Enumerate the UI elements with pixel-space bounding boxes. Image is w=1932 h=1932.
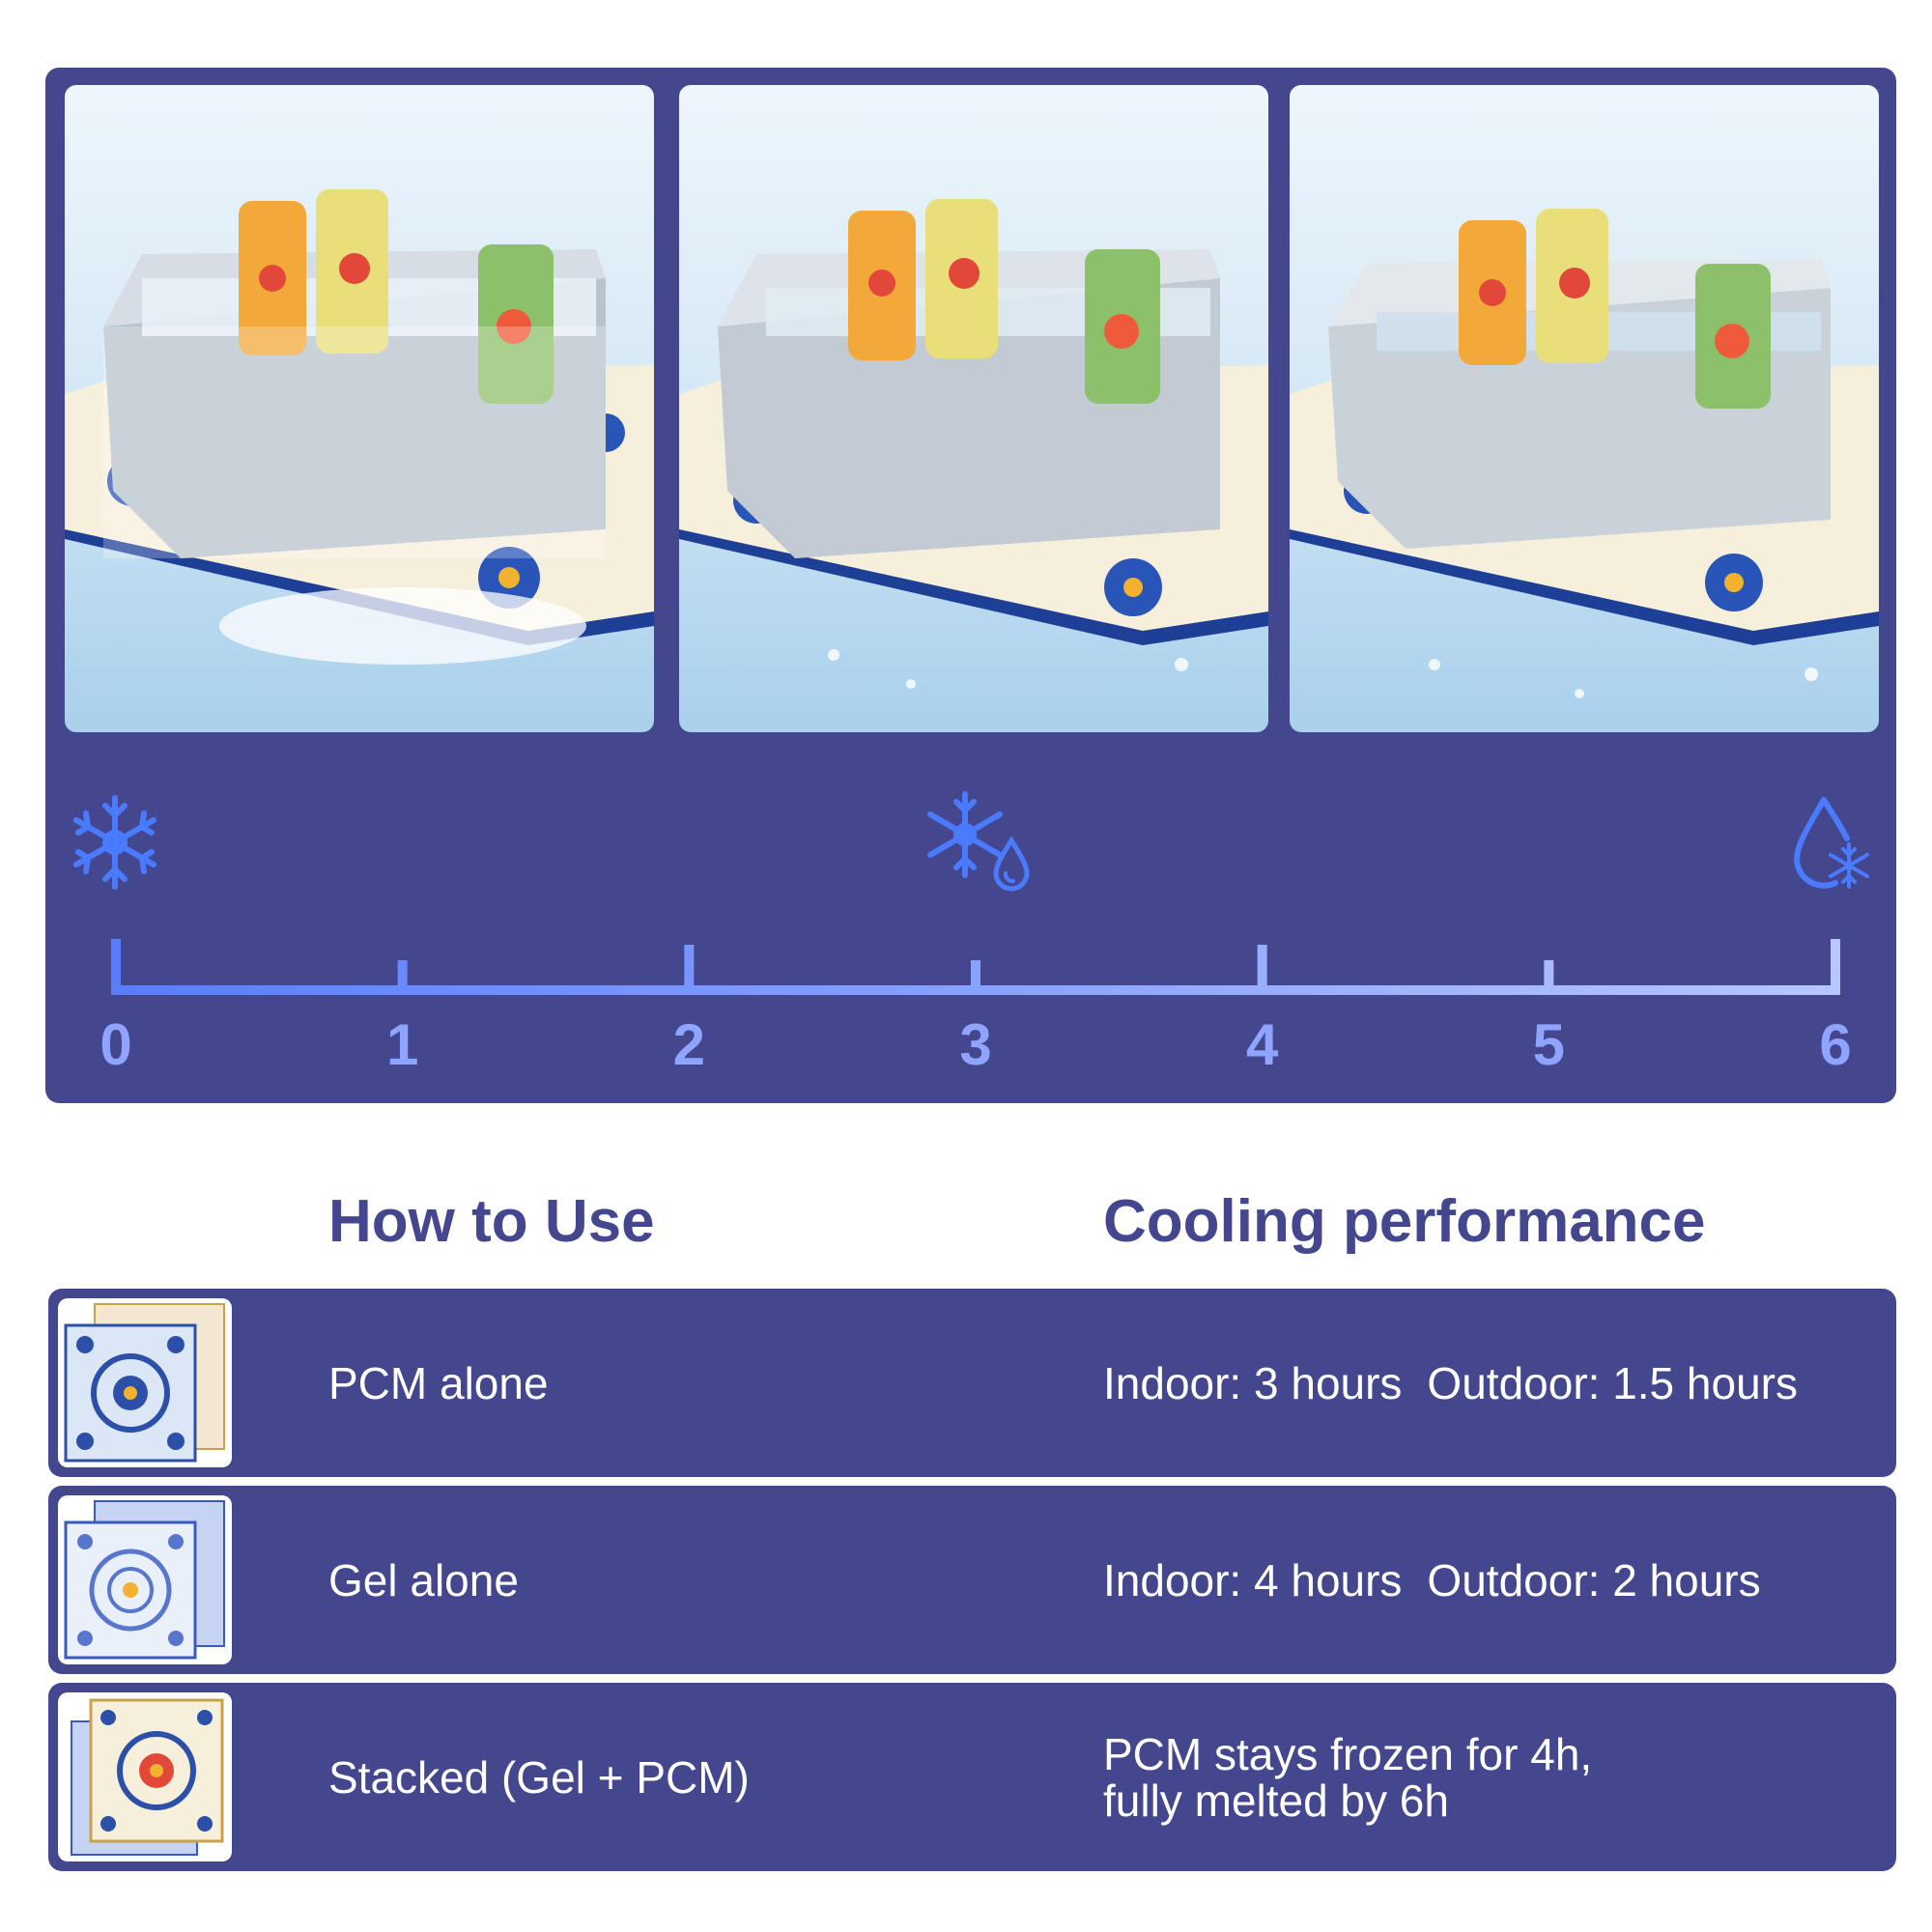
- snowflake-droplet-icon: [924, 790, 1036, 892]
- timeline-tick-label: 6: [1819, 1012, 1852, 1077]
- cooling-performance-value: PCM stays frozen for 4h, fully melted by…: [1103, 1683, 1592, 1871]
- timeline-tick-label: 1: [385, 1012, 419, 1077]
- timeline-baseline: [111, 985, 1840, 995]
- cooling-performance-value: Indoor: 3 hours Outdoor: 1.5 hours: [1103, 1289, 1798, 1477]
- snowflake-icon: [67, 794, 163, 891]
- row-label: Gel alone: [328, 1554, 519, 1605]
- usage-row-pcm: PCM alone Indoor: 3 hours Outdoor: 1.5 ho…: [48, 1289, 1896, 1477]
- timeline-tick: [111, 939, 121, 995]
- row-label: PCM alone: [328, 1357, 549, 1408]
- cooling-performance-value: Indoor: 4 hours Outdoor: 2 hours: [1103, 1486, 1761, 1674]
- perf-line-2: fully melted by 6h: [1103, 1775, 1449, 1826]
- usage-row-stacked: Stacked (Gel + PCM) PCM stays frozen for…: [48, 1683, 1896, 1871]
- timeline-tick-label: 5: [1532, 1012, 1566, 1077]
- pcm-mat-thumbnail: [58, 1298, 232, 1467]
- indoor-duration: Indoor: 4 hours: [1103, 1554, 1403, 1605]
- timeline-tick-label: 3: [959, 1012, 992, 1077]
- row-label: Stacked (Gel + PCM): [328, 1751, 750, 1803]
- timeline-tick-label: 2: [672, 1012, 706, 1077]
- how-to-use-heading: How to Use: [328, 1188, 655, 1255]
- timeline-tick: [397, 960, 408, 995]
- gel-mat-thumbnail: [58, 1495, 232, 1664]
- timeline-tick: [1831, 939, 1840, 995]
- outdoor-duration: Outdoor: 1.5 hours: [1427, 1357, 1798, 1408]
- cooling-performance-heading: Cooling performance: [1103, 1188, 1706, 1255]
- perf-line-1: PCM stays frozen for 4h,: [1103, 1728, 1593, 1779]
- melted-stage-photo: [1290, 85, 1879, 732]
- timeline-tick: [684, 945, 695, 995]
- outdoor-duration: Outdoor: 2 hours: [1427, 1554, 1761, 1605]
- timeline-tick: [1257, 945, 1267, 995]
- timeline-tick: [971, 960, 980, 995]
- stacked-mat-thumbnail: [58, 1692, 232, 1861]
- timeline-tick: [1544, 960, 1554, 995]
- droplet-snowflake-icon: [1789, 794, 1876, 891]
- usage-row-gel: Gel alone Indoor: 4 hours Outdoor: 2 hour…: [48, 1486, 1896, 1674]
- timeline-tick-label: 0: [99, 1012, 132, 1077]
- timeline-tick-label: 4: [1245, 1012, 1279, 1077]
- frozen-stage-photo: [65, 85, 654, 732]
- melt-timeline-panel: 0 1 2 3 4 5 6: [45, 68, 1896, 1103]
- melting-stage-photo: [679, 85, 1268, 732]
- indoor-duration: Indoor: 3 hours: [1103, 1357, 1403, 1408]
